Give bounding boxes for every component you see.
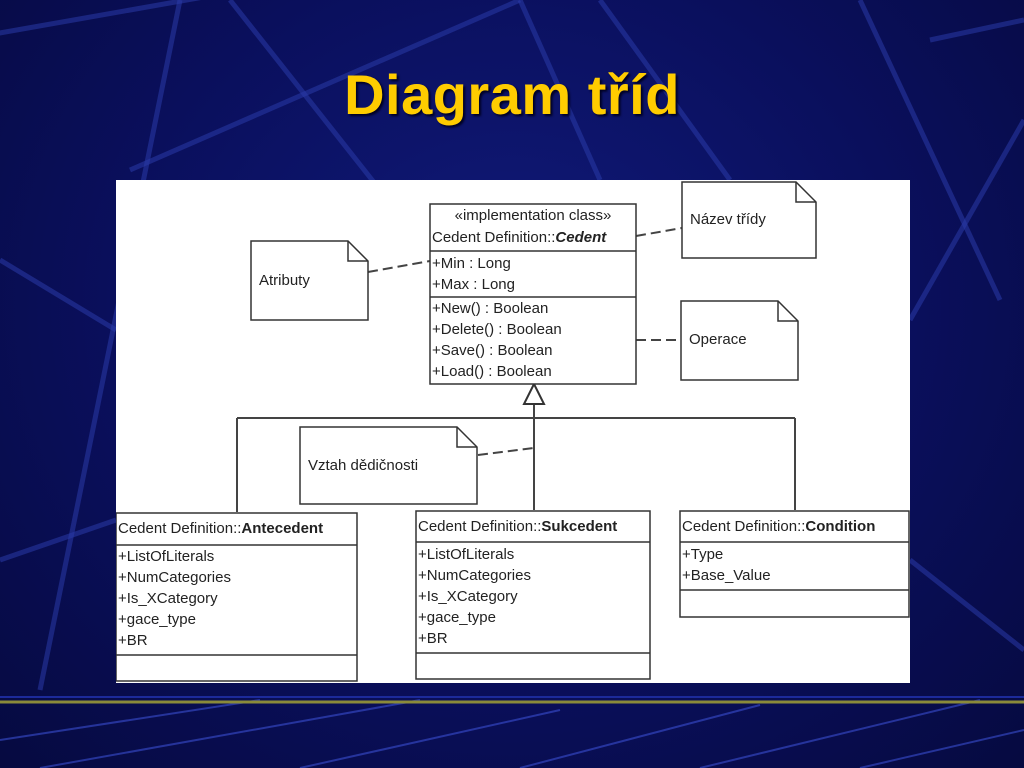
sukcedent-attribute: +BR (418, 630, 448, 647)
cedent-operation: +Load() : Boolean (432, 363, 552, 380)
antecedent-attribute: +gace_type (118, 611, 196, 628)
note-connectors (367, 227, 683, 456)
antecedent-attribute: +ListOfLiterals (118, 548, 214, 565)
cedent-stereotype: «implementation class» (455, 207, 612, 224)
cedent-class-name: Cedent Definition::Cedent (432, 229, 607, 246)
note-nazev-tridy: Název třídy (681, 181, 817, 259)
note-vztah-dedicnosti: Vztah dědičnosti (299, 426, 478, 505)
cedent-operation: +New() : Boolean (432, 300, 548, 317)
class-sukcedent: Cedent Definition::Sukcedent +ListOfLite… (415, 510, 651, 680)
antecedent-attribute: +BR (118, 632, 148, 649)
cedent-operation: +Save() : Boolean (432, 342, 553, 359)
note-nazev-text: Název třídy (690, 211, 766, 228)
cedent-attribute: +Max : Long (432, 276, 515, 293)
condition-attribute: +Type (682, 546, 723, 563)
note-atributy: Atributy (250, 240, 369, 321)
note-atributy-text: Atributy (259, 272, 310, 289)
generalization-arrowhead (522, 381, 546, 405)
inheritance-connectors (236, 404, 796, 512)
antecedent-class-name: Cedent Definition::Antecedent (118, 520, 323, 537)
antecedent-attribute: +NumCategories (118, 569, 231, 586)
class-condition: Cedent Definition::Condition +Type +Base… (679, 510, 910, 618)
cedent-operation: +Delete() : Boolean (432, 321, 562, 338)
class-antecedent: Cedent Definition::Antecedent +ListOfLit… (116, 512, 358, 682)
sukcedent-attribute: +ListOfLiterals (418, 546, 514, 563)
note-operace-text: Operace (689, 331, 747, 348)
sukcedent-attribute: +NumCategories (418, 567, 531, 584)
note-vztah-text: Vztah dědičnosti (308, 457, 418, 474)
sukcedent-attribute: +Is_XCategory (418, 588, 518, 605)
sukcedent-class-name: Cedent Definition::Sukcedent (418, 518, 617, 535)
condition-class-name: Cedent Definition::Condition (682, 518, 875, 535)
antecedent-attribute: +Is_XCategory (118, 590, 218, 607)
note-operace: Operace (680, 300, 799, 381)
diagram-panel: «implementation class» Cedent Definition… (116, 180, 910, 683)
class-cedent: «implementation class» Cedent Definition… (429, 203, 637, 385)
slide-title: Diagram tříd (344, 63, 680, 126)
uml-class-diagram: «implementation class» Cedent Definition… (116, 181, 910, 682)
cedent-attribute: +Min : Long (432, 255, 511, 272)
sukcedent-attribute: +gace_type (418, 609, 496, 626)
condition-attribute: +Base_Value (682, 567, 771, 584)
